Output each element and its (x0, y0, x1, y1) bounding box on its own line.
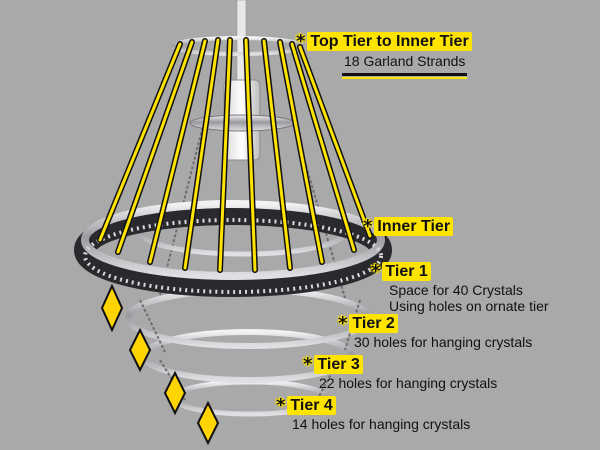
top-tier-title: Top Tier to Inner Tier (307, 32, 472, 51)
tier4-title: Tier 4 (287, 396, 336, 415)
crystal-diamond (100, 283, 124, 333)
top-tier-subtitle: 18 Garland Strands (344, 53, 466, 69)
tier1-line2: Using holes on ornate tier (389, 298, 549, 314)
garland-strands (97, 37, 373, 273)
top-tier-label: * Top Tier to Inner Tier 18 Garland Stra… (296, 30, 472, 79)
asterisk-icon: * (338, 312, 348, 334)
tier2-label: * Tier 2 30 holes for hanging crystals (338, 314, 532, 350)
asterisk-icon: * (296, 30, 306, 52)
tier1-title: Tier 1 (382, 262, 431, 281)
tier3-label: * Tier 3 22 holes for hanging crystals (303, 355, 497, 391)
tier4-line1: 14 holes for hanging crystals (292, 416, 471, 432)
crystal-markers (100, 283, 220, 446)
tier4-label: * Tier 4 14 holes for hanging crystals (276, 396, 470, 432)
asterisk-icon: * (371, 260, 381, 282)
tier2-title: Tier 2 (349, 314, 398, 333)
tier1-line1: Space for 40 Crystals (389, 282, 523, 298)
crystal-diamond (196, 400, 220, 446)
tier1-label: * Tier 1 Space for 40 Crystals Using hol… (371, 262, 549, 314)
crystal-diamond (128, 327, 152, 373)
inner-tier-label: * Inner Tier (363, 215, 454, 237)
crystal-diamond (163, 370, 187, 416)
tier3-title: Tier 3 (314, 355, 363, 374)
inner-tier-title: Inner Tier (374, 217, 454, 236)
asterisk-icon: * (363, 215, 373, 237)
tier2-line1: 30 holes for hanging crystals (354, 334, 533, 350)
tier1-ornate-ring (74, 200, 392, 297)
asterisk-icon: * (303, 353, 313, 375)
tier2-ring (125, 287, 371, 349)
asterisk-icon: * (276, 394, 286, 416)
tier3-line1: 22 holes for hanging crystals (319, 375, 498, 391)
